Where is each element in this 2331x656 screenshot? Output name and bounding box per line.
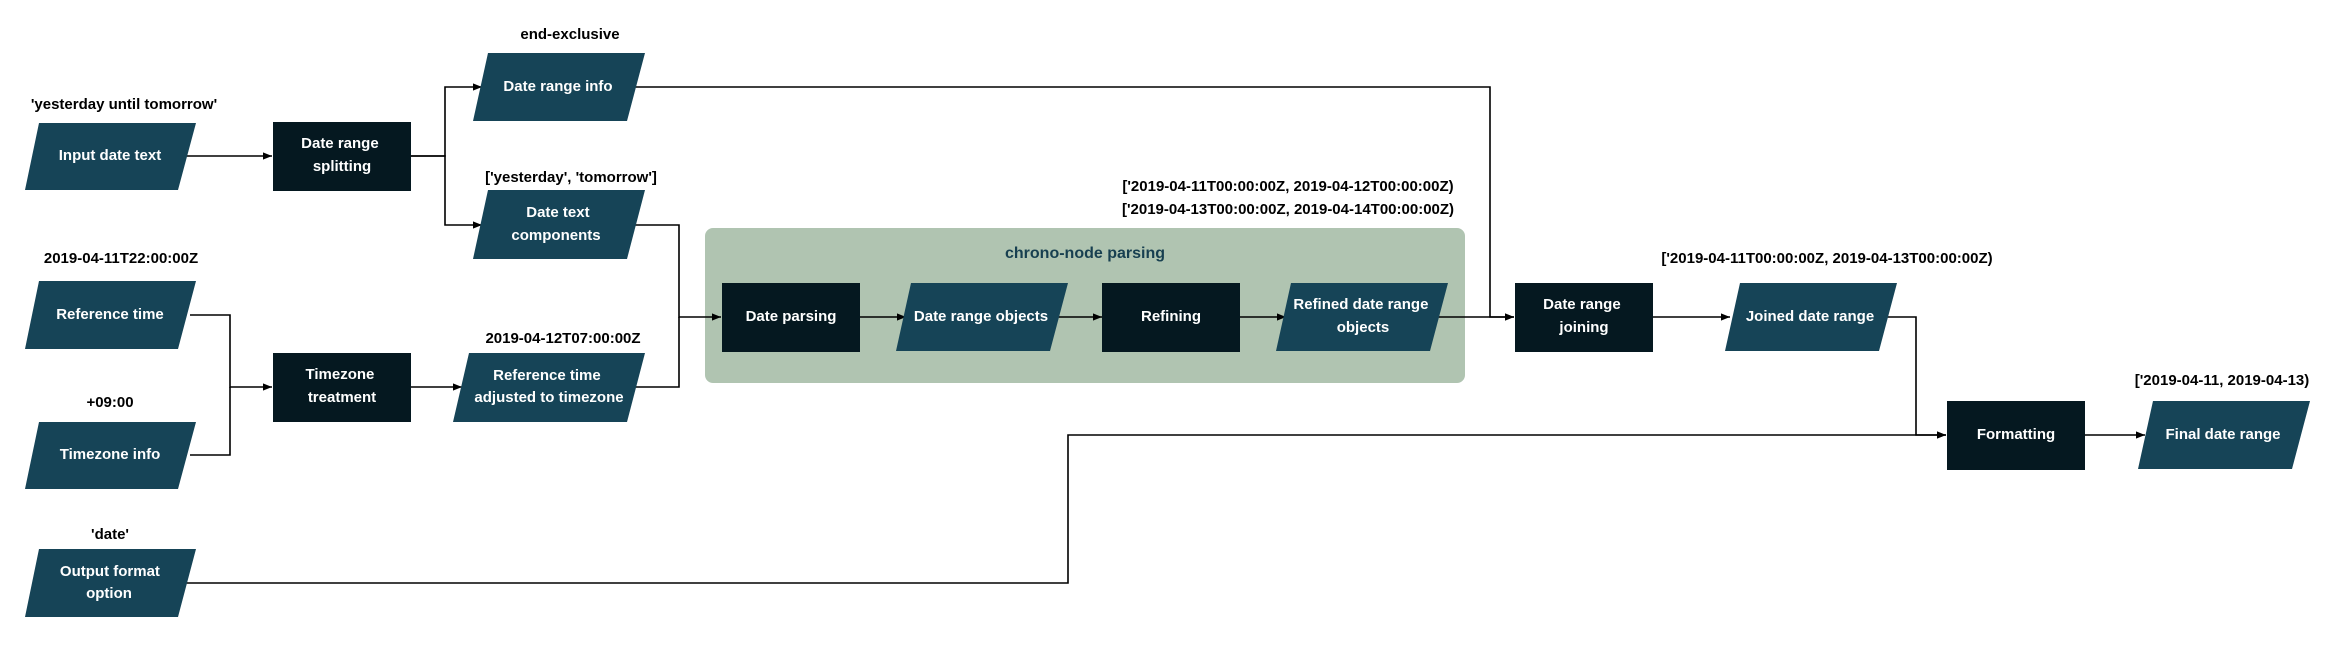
svg-text:Reference time adjusted: Reference time adjusted to timezone bbox=[474, 367, 623, 406]
edge-splitting-to-text-components bbox=[410, 155, 482, 229]
formatting-label: Formatting bbox=[1977, 426, 2055, 443]
edge-ref-time-to-treatment bbox=[190, 314, 272, 391]
svg-text:Date text components: Date text components bbox=[511, 204, 600, 244]
note-date-text-components: ['yesterday', 'tomorrow'] bbox=[485, 169, 657, 186]
note-ref-time-adjusted: 2019-04-12T07:00:00Z bbox=[485, 330, 640, 347]
node-joined-date-range: Joined date range bbox=[1725, 283, 1897, 351]
node-output-format-option: Output format option bbox=[25, 549, 196, 617]
date-parsing-label: Date parsing bbox=[746, 308, 837, 325]
edge-splitting-to-range-info bbox=[410, 83, 482, 157]
note-timezone-info: +09:00 bbox=[86, 394, 133, 411]
note-input-date-text: 'yesterday until tomorrow' bbox=[31, 96, 217, 113]
edge-adjusted-to-parsing bbox=[634, 317, 680, 388]
node-date-range-joining: Date range joining bbox=[1515, 283, 1653, 352]
date-range-splitting-label-1: Date range bbox=[301, 135, 379, 152]
edge-text-components-to-parsing bbox=[634, 224, 721, 321]
timezone-treatment-label-2: treatment bbox=[308, 389, 376, 406]
svg-text:Final date range: Final date range bbox=[2165, 426, 2280, 443]
date-range-objects-label: Date range objects bbox=[914, 308, 1048, 325]
note-output-format-option: 'date' bbox=[91, 526, 129, 543]
node-reference-time: Reference time bbox=[25, 281, 196, 349]
ref-time-adjusted-label-1: Reference time bbox=[493, 367, 601, 384]
date-range-joining-label-2: joining bbox=[1558, 319, 1608, 336]
svg-text:Formatting: Formatting bbox=[1977, 426, 2055, 443]
node-date-parsing: Date parsing bbox=[722, 283, 860, 352]
joined-date-range-label: Joined date range bbox=[1746, 308, 1874, 325]
edges bbox=[183, 83, 2145, 584]
date-range-joining-label-1: Date range bbox=[1543, 296, 1621, 313]
svg-text:Input date text: Input date text bbox=[59, 147, 162, 164]
note-final-date-range: ['2019-04-11, 2019-04-13) bbox=[2135, 372, 2310, 389]
date-range-splitting-label-2: splitting bbox=[313, 158, 371, 175]
svg-text:Refining: Refining bbox=[1141, 308, 1201, 325]
svg-text:Date range info: Date range info bbox=[503, 78, 612, 95]
svg-text:Date range splitting: Date range splitting bbox=[301, 135, 383, 175]
output-format-option-label-1: Output format bbox=[60, 563, 160, 580]
edge-joined-to-formatting bbox=[1880, 316, 1946, 439]
final-date-range-label: Final date range bbox=[2165, 426, 2280, 443]
svg-text:Date parsing: Date parsing bbox=[746, 308, 837, 325]
input-date-text-label: Input date text bbox=[59, 147, 162, 164]
svg-text:Timezone treatment: Timezone treatment bbox=[305, 366, 378, 406]
node-final-date-range: Final date range bbox=[2138, 401, 2310, 469]
svg-text:Joined date range: Joined date range bbox=[1746, 308, 1874, 325]
output-format-option-label-2: option bbox=[86, 585, 132, 602]
svg-text:Reference time: Reference time bbox=[56, 306, 164, 323]
chrono-node-parsing-group bbox=[705, 228, 1465, 383]
node-date-range-objects: Date range objects bbox=[896, 283, 1068, 351]
svg-text:Date range joining: Date range joining bbox=[1543, 296, 1625, 336]
edge-tz-info-to-treatment bbox=[190, 387, 231, 456]
node-refining: Refining bbox=[1102, 283, 1240, 352]
refined-objects-label-2: objects bbox=[1337, 319, 1390, 336]
note-parsed-ranges-line-1: ['2019-04-11T00:00:00Z, 2019-04-12T00:00… bbox=[1122, 178, 1453, 195]
date-range-info-label: Date range info bbox=[503, 78, 612, 95]
refined-objects-label-1: Refined date range bbox=[1293, 296, 1428, 313]
timezone-treatment-label-1: Timezone bbox=[305, 366, 374, 383]
svg-text:Refined date range objec: Refined date range objects bbox=[1293, 296, 1432, 336]
node-refined-date-range-objects: Refined date range objects bbox=[1276, 283, 1448, 351]
edge-format-option-to-formatting bbox=[183, 431, 1946, 584]
node-timezone-treatment: Timezone treatment bbox=[273, 353, 411, 422]
ref-time-adjusted-label-2: adjusted to timezone bbox=[474, 389, 623, 406]
node-input-date-text: Input date text bbox=[25, 123, 196, 190]
note-joined-date-range: ['2019-04-11T00:00:00Z, 2019-04-13T00:00… bbox=[1661, 250, 1992, 267]
timezone-info-label: Timezone info bbox=[60, 446, 161, 463]
svg-text:Date range objects: Date range objects bbox=[914, 308, 1048, 325]
node-date-text-components: Date text components bbox=[473, 190, 645, 259]
node-timezone-info: Timezone info bbox=[25, 422, 196, 489]
node-date-range-info: Date range info bbox=[473, 53, 645, 121]
note-parsed-ranges-line-2: ['2019-04-13T00:00:00Z, 2019-04-14T00:00… bbox=[1122, 201, 1454, 218]
refining-label: Refining bbox=[1141, 308, 1201, 325]
svg-text:Timezone info: Timezone info bbox=[60, 446, 161, 463]
date-text-components-label-2: components bbox=[511, 227, 600, 244]
note-reference-time: 2019-04-11T22:00:00Z bbox=[44, 250, 198, 267]
node-formatting: Formatting bbox=[1947, 401, 2085, 470]
reference-time-label: Reference time bbox=[56, 306, 164, 323]
date-text-components-label-1: Date text bbox=[526, 204, 589, 221]
note-date-range-info: end-exclusive bbox=[520, 26, 619, 43]
group-title: chrono-node parsing bbox=[1005, 245, 1165, 262]
node-date-range-splitting: Date range splitting bbox=[273, 122, 411, 191]
node-reference-time-adjusted: Reference time adjusted to timezone bbox=[453, 353, 645, 422]
svg-text:Output format option: Output format option bbox=[60, 563, 164, 602]
